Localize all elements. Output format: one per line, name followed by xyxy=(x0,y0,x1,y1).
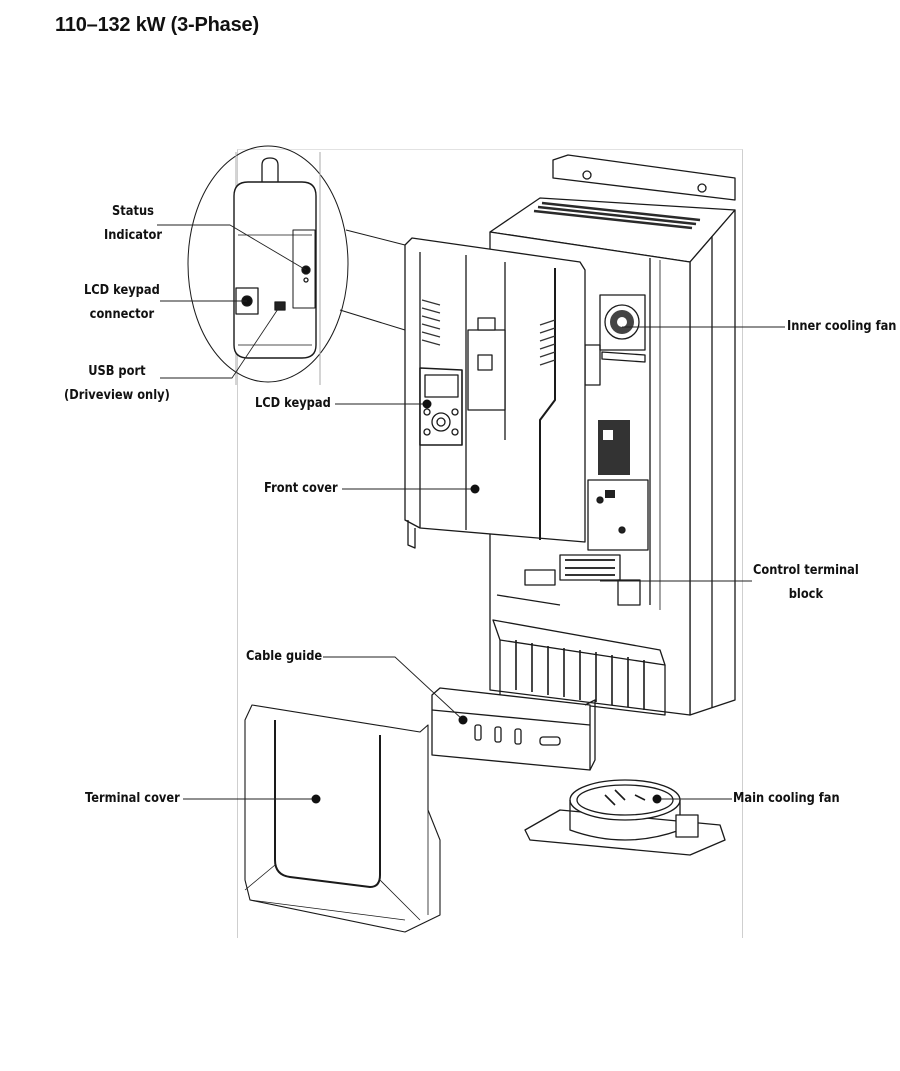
callout-dots xyxy=(311,399,662,804)
dot-cable-guide xyxy=(458,715,468,725)
label-cable-guide: Cable guide xyxy=(246,649,323,664)
label-status-indicator: Status Indicator xyxy=(104,204,162,243)
page-title: 110–132 kW (3-Phase) xyxy=(55,14,259,36)
label-lcd-keypad-connector: LCD keypad connector xyxy=(84,283,160,322)
label-lcd-keypad: LCD keypad xyxy=(255,396,331,411)
dot-front-cover xyxy=(470,484,480,494)
dot-lcd-keypad xyxy=(422,399,432,409)
label-main-cooling-fan: Main cooling fan xyxy=(733,791,840,806)
label-control-terminal-block: Control terminal block xyxy=(753,563,859,602)
inner-cooling-fan-part xyxy=(599,294,646,363)
leader-cable-guide xyxy=(323,656,464,721)
keypad-detail-callout xyxy=(187,145,406,385)
lcd-keypad-part xyxy=(419,367,463,446)
main-cooling-fan-part xyxy=(524,779,726,856)
top-vent-grille xyxy=(533,201,701,230)
dot-terminal-cover xyxy=(311,794,321,804)
drive-chassis xyxy=(489,154,736,716)
label-front-cover: Front cover xyxy=(264,481,338,496)
control-terminal-block-part xyxy=(524,554,641,606)
terminal-cover-part xyxy=(244,704,441,933)
illustration-frame xyxy=(237,149,743,938)
leader-usb-port xyxy=(160,305,281,379)
front-cover-part xyxy=(404,237,586,549)
label-usb-port: USB port (Driveview only) xyxy=(64,364,170,403)
label-terminal-cover: Terminal cover xyxy=(85,791,180,806)
control-board xyxy=(584,344,649,551)
label-inner-cooling-fan: Inner cooling fan xyxy=(787,319,897,334)
leader-status-indicator xyxy=(157,224,307,271)
dot-main-cooling-fan xyxy=(652,794,662,804)
cable-guide-part xyxy=(431,687,596,771)
leader-lines xyxy=(157,224,785,800)
